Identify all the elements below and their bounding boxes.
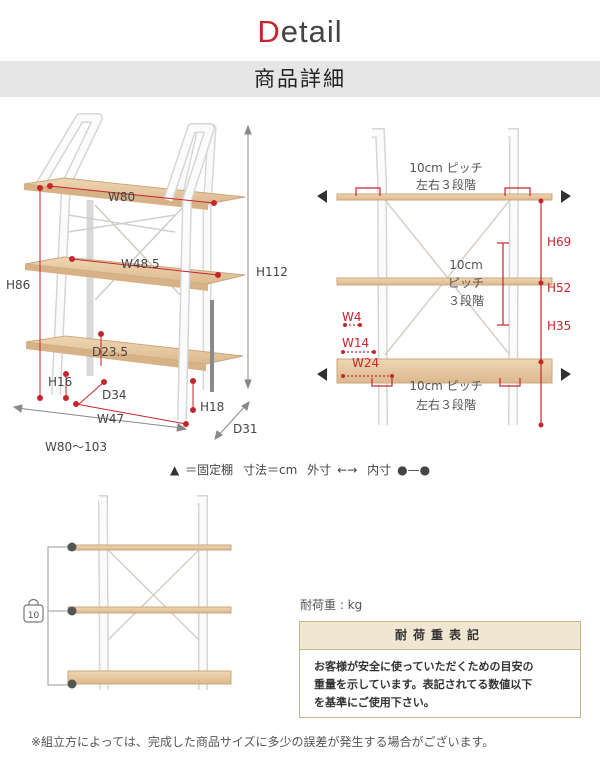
dim-w80: W80 — [108, 190, 135, 204]
load-note-body: お客様が安全に使っていただくための目安の 重量を示しています。表記されてる数値以… — [300, 650, 580, 712]
inner-dots-icon: ●—● — [397, 463, 431, 477]
legend-fixed: ＝固定棚 — [185, 463, 234, 477]
dim-w48: W48.5 — [121, 257, 160, 271]
dim-d31: D31 — [233, 422, 258, 436]
pitch-mid-line3: ３段階 — [448, 293, 484, 308]
outer-arrow-icon: ←→ — [337, 463, 358, 477]
diagram-load: 10 — [23, 495, 232, 691]
diagram-perspective: W80 W48.5 D23.5 H86 H16 D34 W47 H18 H112… — [6, 113, 288, 454]
dim-d23: D23.5 — [92, 345, 128, 359]
load-note-line1: お客様が安全に使っていただくための目安の — [314, 660, 534, 673]
dim-w47: W47 — [97, 412, 124, 426]
load-note-line2: 重量を示しています。表記されてる数値以下 — [314, 678, 533, 691]
dim-w80-103: W80〜103 — [45, 440, 107, 454]
legend-size: 寸法＝cm — [243, 463, 298, 477]
page-title: Detail — [0, 14, 600, 50]
load-note-title: 耐荷重表記 — [300, 622, 580, 650]
load-unit-label: 耐荷重 : kg — [300, 598, 363, 612]
dim-h16: H16 — [48, 375, 72, 389]
dim-h18: H18 — [200, 400, 224, 414]
diagram-front: 10cm ピッチ 左右３段階 10cm ピッチ ３段階 10cm ピッチ 左右３… — [317, 128, 571, 428]
triangle-icon: ▲ — [169, 463, 180, 477]
dim-w4: W4 — [342, 310, 362, 324]
pitch-top-line1: 10cm ピッチ — [409, 161, 482, 175]
dim-h35: H35 — [547, 319, 571, 333]
load-note-line3: を基準にご使用下さい。 — [314, 696, 435, 709]
pitch-bot-line1: 10cm ピッチ — [409, 379, 482, 393]
weight-icon: 10 — [23, 598, 44, 623]
legend-inner: 内寸 — [367, 463, 392, 477]
footer-disclaimer: ※組立方によっては、完成した商品サイズに多少の誤差が発生する場合がございます。 — [31, 735, 495, 749]
title-rest: etail — [280, 14, 343, 49]
pitch-mid-line2: ピッチ — [448, 276, 484, 290]
dim-w24: W24 — [352, 356, 379, 370]
dim-h112: H112 — [256, 265, 288, 279]
load-value: 10 — [28, 611, 40, 621]
dim-d34: D34 — [102, 388, 127, 402]
pitch-bot-line2: 左右３段階 — [416, 397, 476, 412]
pitch-mid-line1: 10cm — [449, 258, 483, 272]
dim-h86: H86 — [6, 278, 30, 292]
title-initial: D — [257, 14, 281, 49]
dim-w14: W14 — [342, 336, 369, 350]
load-note-box: 耐荷重表記 お客様が安全に使っていただくための目安の 重量を示しています。表記さ… — [299, 621, 581, 718]
dim-h69: H69 — [547, 235, 571, 249]
pitch-top-line2: 左右３段階 — [416, 177, 476, 192]
legend: ▲ ＝固定棚 寸法＝cm 外寸 ←→ 内寸 ●—● — [0, 461, 600, 478]
section-band: 商品詳細 — [0, 61, 600, 97]
legend-outer: 外寸 — [307, 463, 332, 477]
dim-h52: H52 — [547, 281, 571, 295]
